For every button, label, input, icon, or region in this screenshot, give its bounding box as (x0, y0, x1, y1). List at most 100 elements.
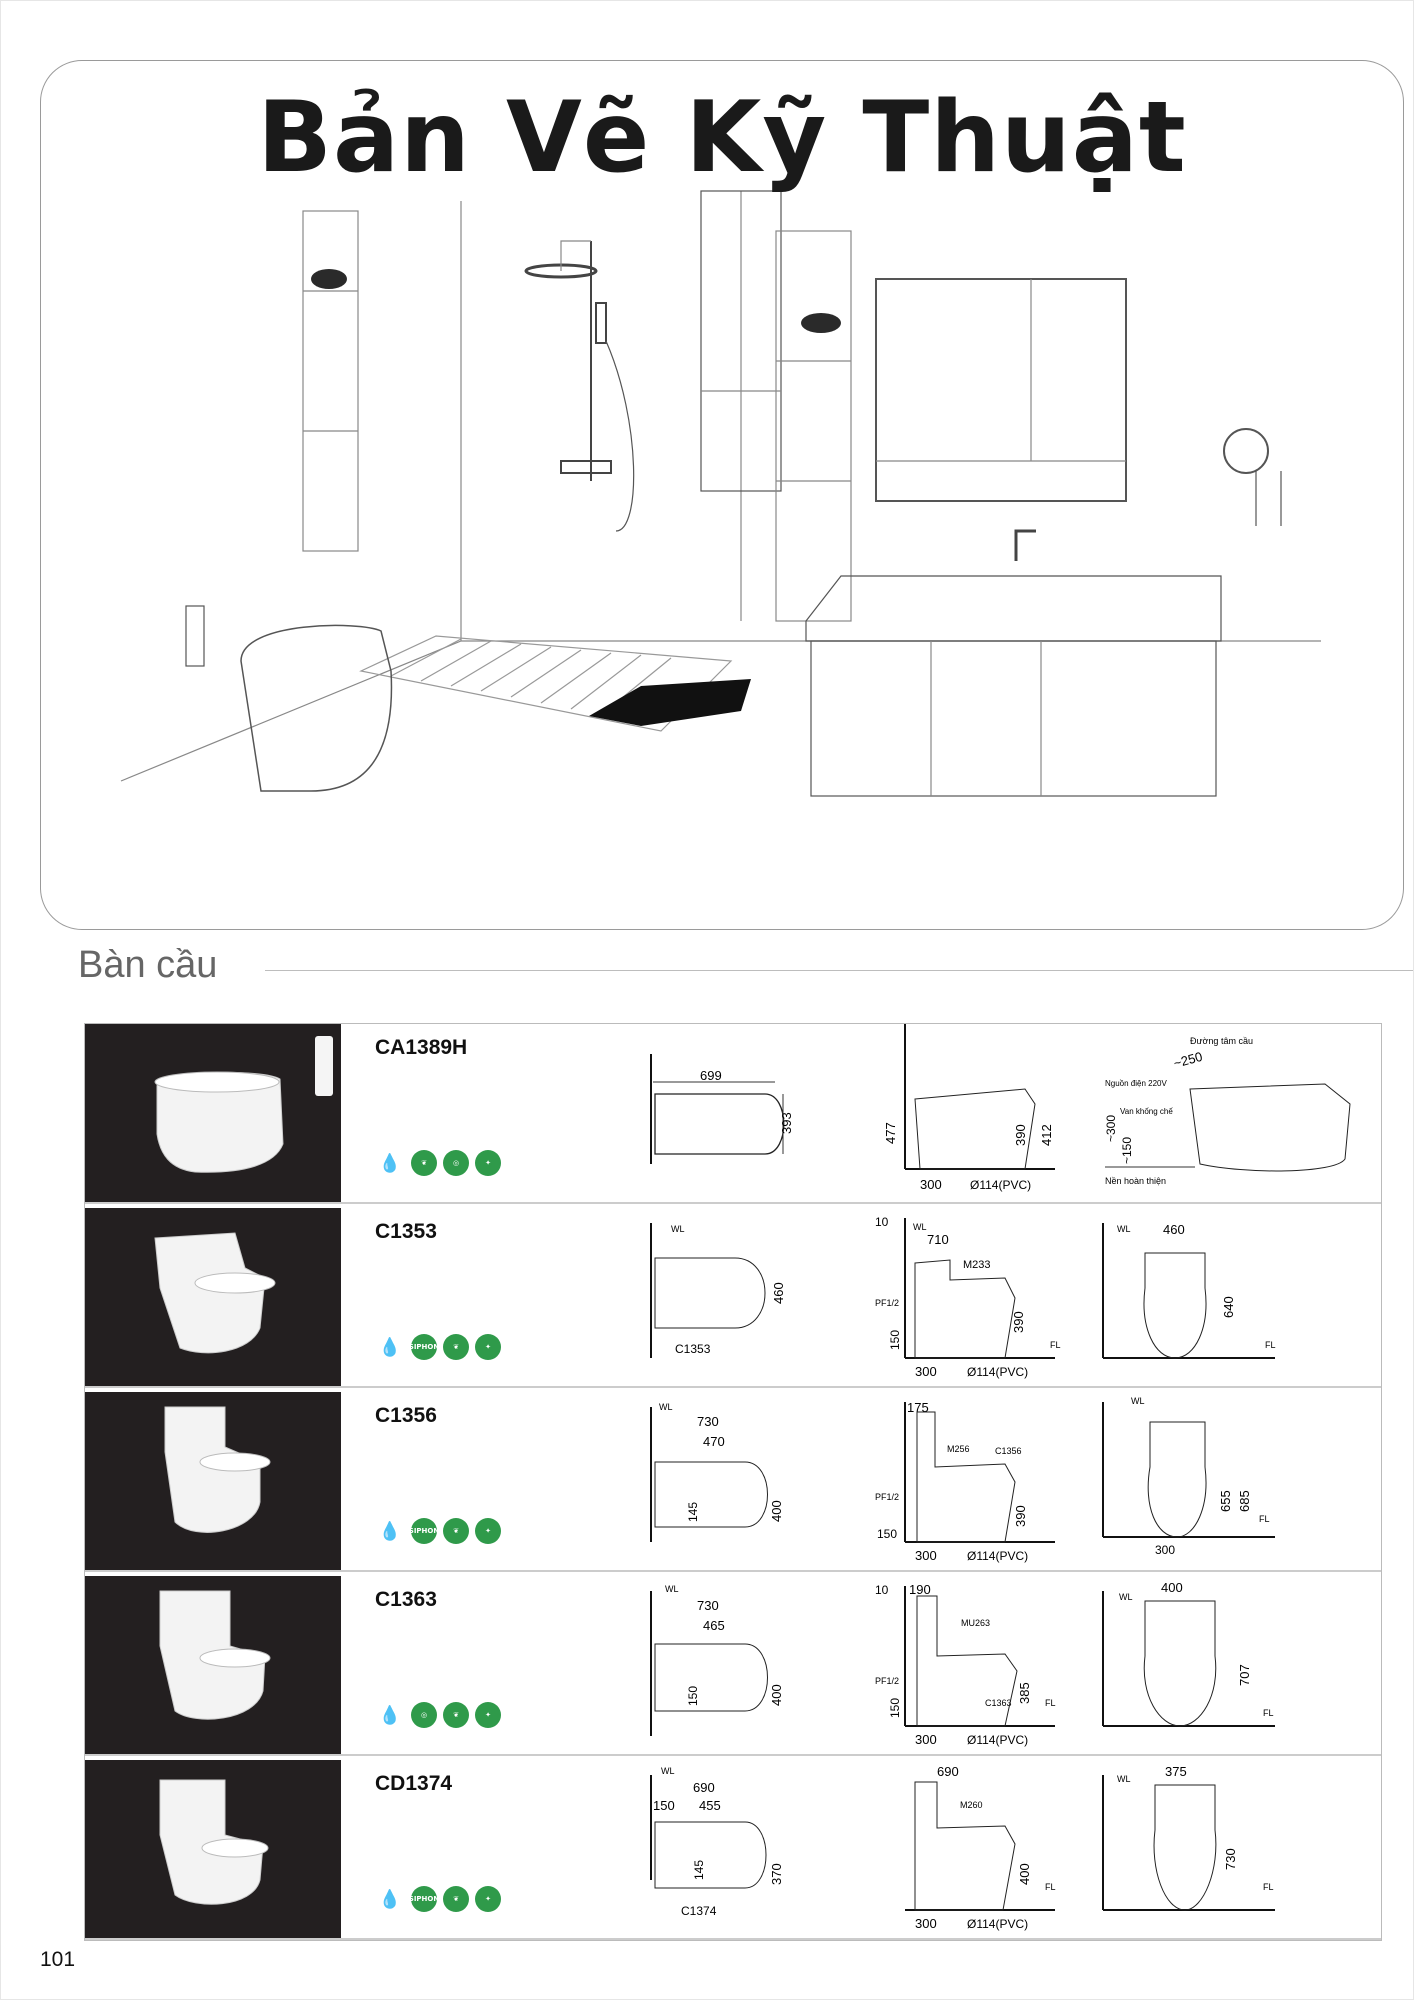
front-view-drawing: WL 400 707 FL (1102, 1580, 1275, 1727)
svg-text:640: 640 (1221, 1296, 1236, 1318)
svg-text:375: 375 (1165, 1764, 1187, 1779)
svg-text:460: 460 (1163, 1222, 1185, 1237)
svg-text:300: 300 (915, 1732, 937, 1747)
svg-text:PF1/2: PF1/2 (875, 1676, 899, 1686)
rim-icon: ✦ (475, 1150, 501, 1176)
svg-text:Ø114(PVC): Ø114(PVC) (967, 1733, 1028, 1747)
valve-label: Van khống chế (1120, 1107, 1173, 1116)
product-row-c1363: C1363 💧 ◎ ❦ ✦ WL 730 465 200 150 400 10 … (85, 1576, 1381, 1756)
svg-text:655: 655 (1218, 1490, 1233, 1512)
svg-text:WL: WL (1117, 1774, 1131, 1784)
rim-icon: ✦ (475, 1334, 501, 1360)
floor-label: Nền hoàn thiện (1105, 1176, 1166, 1186)
leaf-icon: ❦ (443, 1702, 469, 1728)
svg-text:WL: WL (1119, 1592, 1133, 1602)
feature-icons: 💧 ❦ ◎ ✦ (375, 1150, 501, 1176)
dim-h2: ~150 (1120, 1137, 1134, 1164)
svg-text:385: 385 (1017, 1682, 1032, 1704)
svg-text:WL: WL (1131, 1396, 1145, 1406)
side-view-drawing: 477 390 412 300 Ø114(PVC) (883, 1024, 1055, 1192)
product-photo (85, 1024, 341, 1202)
feature-icons: 💧 SIPHON ❦ ✦ (375, 1886, 501, 1912)
svg-text:FL: FL (1050, 1340, 1061, 1350)
leaf-icon: ❦ (443, 1886, 469, 1912)
svg-text:690: 690 (693, 1780, 715, 1795)
svg-text:M233: M233 (963, 1259, 991, 1271)
svg-text:390: 390 (1011, 1311, 1026, 1333)
section-rule (265, 970, 1413, 971)
svg-text:M256: M256 (947, 1444, 970, 1454)
axis-dist: ~250 (1172, 1049, 1204, 1071)
page-number: 101 (40, 1948, 76, 1971)
svg-text:10: 10 (875, 1215, 889, 1229)
bathroom-sketch (120, 190, 1321, 797)
svg-text:200: 200 (645, 1517, 648, 1537)
siphon-icon: SIPHON (409, 1886, 439, 1912)
top-view-drawing: WL 690 150 455 145 370 C1374 (650, 1766, 784, 1918)
top-view-drawing: WL 460 C1353 (650, 1223, 786, 1358)
top-view-drawing: WL 730 470 200 145 400 (645, 1402, 784, 1542)
svg-text:145: 145 (686, 1502, 700, 1522)
svg-text:PF1/2: PF1/2 (875, 1492, 899, 1502)
product-row-cd1374: CD1374 💧 SIPHON ❦ ✦ WL 690 150 455 145 3… (85, 1760, 1381, 1940)
svg-text:685: 685 (1237, 1490, 1252, 1512)
siphon-icon: SIPHON (409, 1334, 439, 1360)
dim-depth: 460 (771, 1282, 786, 1304)
product-photo (85, 1208, 341, 1386)
feature-icons: 💧 SIPHON ❦ ✦ (375, 1334, 501, 1360)
feature-icons: 💧 SIPHON ❦ ✦ (375, 1518, 501, 1544)
svg-text:Ø114(PVC): Ø114(PVC) (967, 1549, 1028, 1563)
svg-text:300: 300 (915, 1548, 937, 1563)
bowl-icon: ◎ (443, 1150, 469, 1176)
rim-icon: ✦ (475, 1518, 501, 1544)
hero-panel: Bản Vẽ Kỹ Thuật (40, 60, 1404, 930)
svg-text:730: 730 (697, 1598, 719, 1613)
rim-icon: ✦ (475, 1702, 501, 1728)
svg-text:WL: WL (1117, 1224, 1131, 1234)
power-label: Nguồn điện 220V (1105, 1079, 1167, 1088)
svg-text:400: 400 (1161, 1580, 1183, 1595)
svg-text:145: 145 (692, 1860, 706, 1880)
svg-text:730: 730 (697, 1414, 719, 1429)
svg-text:690: 690 (937, 1764, 959, 1779)
svg-text:WL: WL (913, 1222, 927, 1232)
leaf-icon: ❦ (411, 1150, 437, 1176)
water-saving-icon: 💧 (378, 1704, 402, 1726)
svg-text:150: 150 (653, 1798, 675, 1813)
svg-text:FL: FL (1263, 1882, 1274, 1892)
front-view-drawing: WL 460 640 FL (1102, 1222, 1276, 1359)
svg-text:MU263: MU263 (961, 1618, 990, 1628)
product-code: CA1389H (375, 1036, 468, 1059)
svg-text:Ø114(PVC): Ø114(PVC) (967, 1917, 1028, 1931)
svg-text:FL: FL (1045, 1882, 1056, 1892)
svg-text:465: 465 (703, 1618, 725, 1633)
svg-text:150: 150 (686, 1686, 700, 1706)
dim-offset: 300 (920, 1177, 942, 1192)
side-view-drawing: 10 190 MU263 PF1/2 150 C1363 385 FL 300 … (875, 1582, 1056, 1747)
svg-text:710: 710 (927, 1232, 949, 1247)
svg-text:FL: FL (1263, 1708, 1274, 1718)
product-row-ca1389h: CA1389H 💧 ❦ ◎ ✦ 699 393 477 390 412 300 … (85, 1024, 1381, 1204)
side-view-drawing: 10 WL 710 M233 PF1/2 150 390 300 Ø114(PV… (875, 1215, 1061, 1379)
svg-text:470: 470 (703, 1434, 725, 1449)
svg-text:300: 300 (915, 1916, 937, 1931)
bowl-icon: ◎ (411, 1702, 437, 1728)
dim-depth: 393 (779, 1112, 794, 1134)
product-code: CD1374 (375, 1772, 453, 1795)
svg-text:150: 150 (888, 1330, 902, 1350)
product-table: CA1389H 💧 ❦ ◎ ✦ 699 393 477 390 412 300 … (84, 1023, 1382, 1941)
rim-icon: ✦ (475, 1886, 501, 1912)
svg-text:C1374: C1374 (681, 1904, 717, 1918)
model-label: C1353 (675, 1342, 711, 1356)
svg-text:FL: FL (1265, 1340, 1276, 1350)
svg-text:WL: WL (661, 1766, 675, 1776)
svg-text:190: 190 (909, 1582, 931, 1597)
svg-text:FL: FL (1259, 1514, 1270, 1524)
water-saving-icon: 💧 (378, 1888, 402, 1910)
svg-text:400: 400 (769, 1684, 784, 1706)
svg-text:10: 10 (875, 1583, 889, 1597)
front-view-drawing: WL 655 685 FL 300 (1102, 1396, 1275, 1557)
install-drawing: Đường tâm cầu ~250 Nguồn điện 220V Van k… (1104, 1036, 1351, 1186)
product-photo (85, 1760, 341, 1938)
dim-seat-height: 390 (1013, 1124, 1028, 1146)
